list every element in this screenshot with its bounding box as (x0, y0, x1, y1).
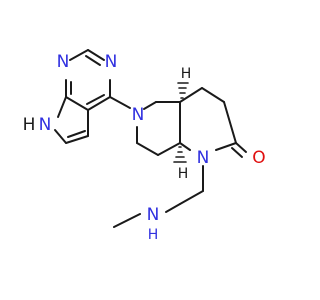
molecule-diagram: N N H N N H H N O N H (23, 49, 266, 243)
bond (65, 135, 89, 144)
bond (57, 96, 67, 118)
bond (179, 190, 204, 205)
bond (201, 87, 225, 103)
bond (179, 142, 191, 151)
bond (143, 101, 157, 110)
lactam-ring (179, 87, 237, 151)
bond (136, 142, 159, 156)
atom-label-h: H (148, 227, 159, 243)
bond (223, 101, 237, 144)
stereo-bond-upper (177, 82, 189, 99)
bond (231, 147, 243, 158)
atom-label-n: N (39, 115, 52, 135)
atom-label-n: N (197, 148, 210, 168)
bond (157, 142, 181, 156)
atom-label-h: H (181, 66, 192, 82)
bond (67, 130, 86, 138)
bond (109, 96, 131, 109)
bond (69, 49, 89, 61)
pyrrole-ring (54, 96, 89, 144)
atom-label-n: N (57, 52, 70, 72)
bond (85, 55, 101, 66)
atom-label-n: N (147, 205, 160, 225)
atom-label-o: O (252, 148, 265, 168)
bond (113, 213, 141, 228)
stereo-bond-lower (173, 146, 187, 163)
atom-label-h: H (23, 115, 36, 135)
bond (179, 87, 203, 103)
bond (165, 203, 181, 213)
bond (86, 94, 105, 105)
atom-label-n: N (105, 52, 118, 72)
pyrimidine-ring (65, 49, 111, 111)
bond (215, 142, 237, 151)
aminoethyl-chain (113, 165, 204, 228)
bond (87, 49, 105, 61)
bond (87, 96, 111, 111)
bond (65, 96, 89, 111)
piperidine-ring (136, 101, 181, 156)
molecule-structure-canvas: N N H N N H H N O N H (23, 49, 266, 243)
atom-label-n: N (132, 105, 145, 125)
bond (235, 142, 247, 153)
bond (54, 129, 67, 144)
atom-label-h: H (178, 166, 189, 182)
